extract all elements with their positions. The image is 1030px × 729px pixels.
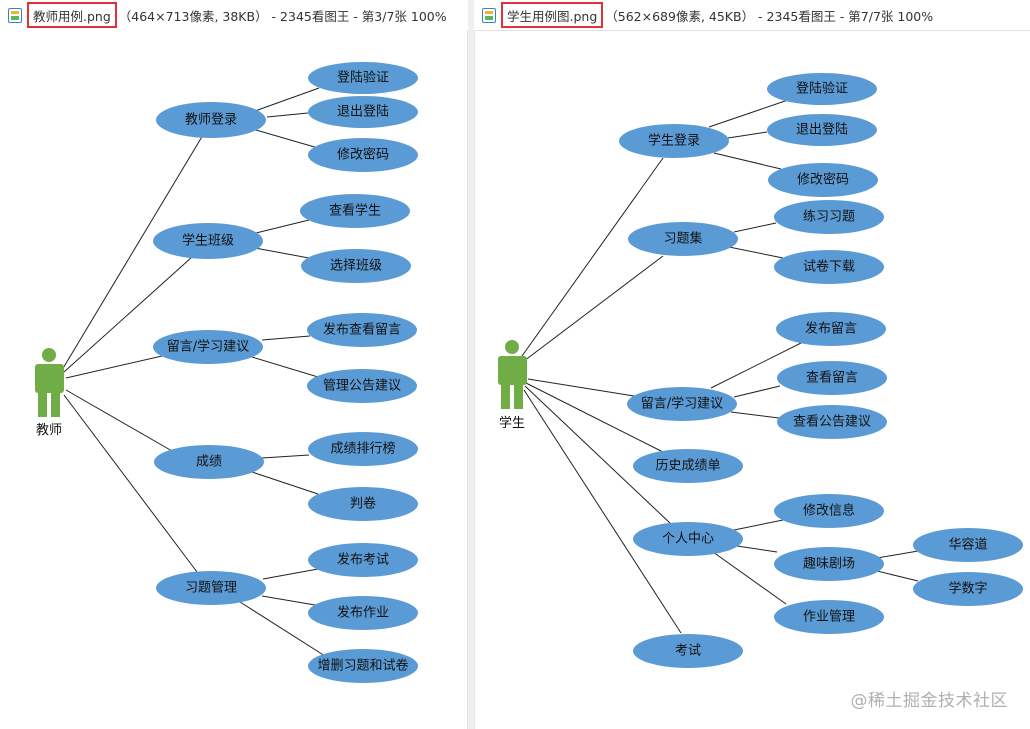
window-separator: [468, 0, 474, 729]
use-case-homework-management: 作业管理: [774, 600, 884, 634]
use-case-label: 成绩: [196, 455, 222, 470]
use-case-messages: 留言/学习建议: [627, 387, 737, 421]
use-case-label: 学数字: [948, 581, 987, 597]
use-case-label: 登陆验证: [337, 70, 389, 86]
use-case-label: 习题管理: [185, 581, 237, 596]
left-image-canvas: 教师登录 登陆验证 退出登陆 修改密码 学生班级 查看学生: [0, 30, 468, 729]
left-image-viewer-window: 教师用例.png （464×713像素, 38KB） - 2345看图王 - 第…: [0, 0, 468, 729]
student-actor-label: 学生: [499, 415, 525, 431]
use-case-personal-center: 个人中心: [633, 522, 743, 556]
use-case-label: 历史成绩单: [655, 459, 720, 474]
use-case-logout: 退出登陆: [308, 96, 418, 128]
use-case-messages: 留言/学习建议: [153, 330, 263, 364]
teacher-actor-label: 教师: [36, 422, 62, 438]
use-case-label: 发布作业: [337, 605, 389, 621]
use-case-exercise-management: 习题管理: [156, 571, 266, 605]
use-case-label: 习题集: [663, 231, 702, 247]
use-case-publish-view-messages: 发布查看留言: [307, 313, 417, 347]
student-use-case-diagram: 学生登录 登陆验证 退出登陆 修改密码 习题集 练习习题: [498, 73, 1023, 668]
use-case-label: 个人中心: [662, 532, 714, 547]
right-image-canvas: 学生登录 登陆验证 退出登陆 修改密码 习题集 练习习题: [474, 30, 1030, 729]
teacher-actor-icon: [35, 348, 64, 417]
use-case-label: 查看学生: [329, 203, 381, 219]
use-case-practice: 练习习题: [774, 200, 884, 234]
use-case-grading: 判卷: [308, 487, 418, 521]
use-case-label: 考试: [675, 644, 701, 659]
use-case-learn-numbers: 学数字: [913, 572, 1023, 606]
use-case-label: 查看公告建议: [793, 414, 871, 430]
teacher-use-case-diagram: 教师登录 登陆验证 退出登陆 修改密码 学生班级 查看学生: [35, 62, 418, 683]
use-case-grades: 成绩: [154, 445, 264, 479]
use-case-publish-homework: 发布作业: [308, 596, 418, 630]
use-case-label: 发布考试: [337, 552, 389, 568]
use-case-label: 选择班级: [330, 259, 382, 274]
use-case-view-messages: 查看留言: [777, 361, 887, 395]
use-case-fun-theater: 趣味剧场: [774, 547, 884, 581]
use-case-label: 登陆验证: [796, 81, 848, 97]
right-image-viewer-window: 学生用例图.png （562×689像素, 45KB） - 2345看图王 - …: [474, 0, 1030, 729]
use-case-logout: 退出登陆: [767, 114, 877, 146]
use-case-add-delete-exercises: 增删习题和试卷: [308, 649, 418, 683]
use-case-label: 退出登陆: [337, 104, 389, 120]
use-case-label: 教师登录: [185, 112, 237, 128]
student-actor-icon: [498, 340, 527, 409]
use-case-label: 退出登陆: [796, 122, 848, 138]
use-case-view-announcements: 查看公告建议: [777, 405, 887, 439]
right-filename-highlight: 学生用例图.png: [501, 2, 604, 28]
use-case-label: 练习习题: [803, 210, 855, 225]
left-title-bar[interactable]: 教师用例.png （464×713像素, 38KB） - 2345看图王 - 第…: [0, 0, 468, 30]
use-case-label: 趣味剧场: [803, 557, 855, 572]
use-case-label: 管理公告建议: [323, 379, 401, 394]
use-case-exam: 考试: [633, 634, 743, 668]
use-case-publish-message: 发布留言: [776, 312, 886, 346]
use-case-label: 留言/学习建议: [641, 396, 723, 412]
image-viewer-app-icon: [482, 7, 496, 23]
watermark: @稀土掘金技术社区: [850, 691, 1008, 711]
left-filename-highlight: 教师用例.png: [27, 2, 117, 28]
use-case-label: 学生登录: [648, 133, 700, 149]
image-viewer-app-icon: [8, 7, 22, 23]
use-case-label: 增删习题和试卷: [317, 658, 408, 674]
use-case-label: 查看留言: [806, 370, 858, 386]
use-case-label: 学生班级: [182, 233, 234, 249]
use-case-login-verify: 登陆验证: [308, 62, 418, 94]
use-case-label: 修改密码: [797, 172, 849, 188]
right-title-info: （562×689像素, 45KB） - 2345看图王 - 第7/7张 100%: [605, 8, 934, 24]
use-case-label: 留言/学习建议: [167, 339, 249, 355]
use-case-select-class: 选择班级: [301, 249, 411, 283]
use-case-label: 发布留言: [805, 321, 857, 337]
use-case-grade-history: 历史成绩单: [633, 449, 743, 483]
right-title-bar[interactable]: 学生用例图.png （562×689像素, 45KB） - 2345看图王 - …: [474, 0, 1030, 30]
use-case-label: 判卷: [350, 496, 376, 512]
use-case-teacher-login: 教师登录: [156, 102, 266, 138]
use-case-label: 修改密码: [337, 147, 389, 163]
use-case-manage-announcements: 管理公告建议: [307, 369, 417, 403]
use-case-download-papers: 试卷下载: [774, 250, 884, 284]
right-filename: 学生用例图.png: [507, 8, 598, 24]
use-case-publish-exam: 发布考试: [308, 543, 418, 577]
use-case-label: 发布查看留言: [323, 322, 401, 338]
use-case-klotski: 华容道: [913, 528, 1023, 562]
teacher-associations: [61, 87, 326, 657]
use-case-label: 修改信息: [803, 503, 855, 519]
use-case-student-login: 学生登录: [619, 124, 729, 158]
use-case-label: 作业管理: [803, 610, 855, 625]
use-case-student-class: 学生班级: [153, 223, 263, 259]
use-case-change-password: 修改密码: [308, 138, 418, 172]
left-filename: 教师用例.png: [33, 8, 111, 24]
use-case-label: 试卷下载: [803, 259, 855, 275]
use-case-label: 成绩排行榜: [330, 441, 395, 457]
left-title-info: （464×713像素, 38KB） - 2345看图王 - 第3/7张 100%: [118, 8, 447, 24]
use-case-exercise-set: 习题集: [628, 222, 738, 256]
use-case-change-password: 修改密码: [768, 163, 878, 197]
use-case-login-verify: 登陆验证: [767, 73, 877, 105]
use-case-edit-info: 修改信息: [774, 494, 884, 528]
use-case-grade-ranking: 成绩排行榜: [308, 432, 418, 466]
student-associations: [521, 99, 919, 634]
use-case-view-students: 查看学生: [300, 194, 410, 228]
use-case-label: 华容道: [948, 537, 987, 553]
